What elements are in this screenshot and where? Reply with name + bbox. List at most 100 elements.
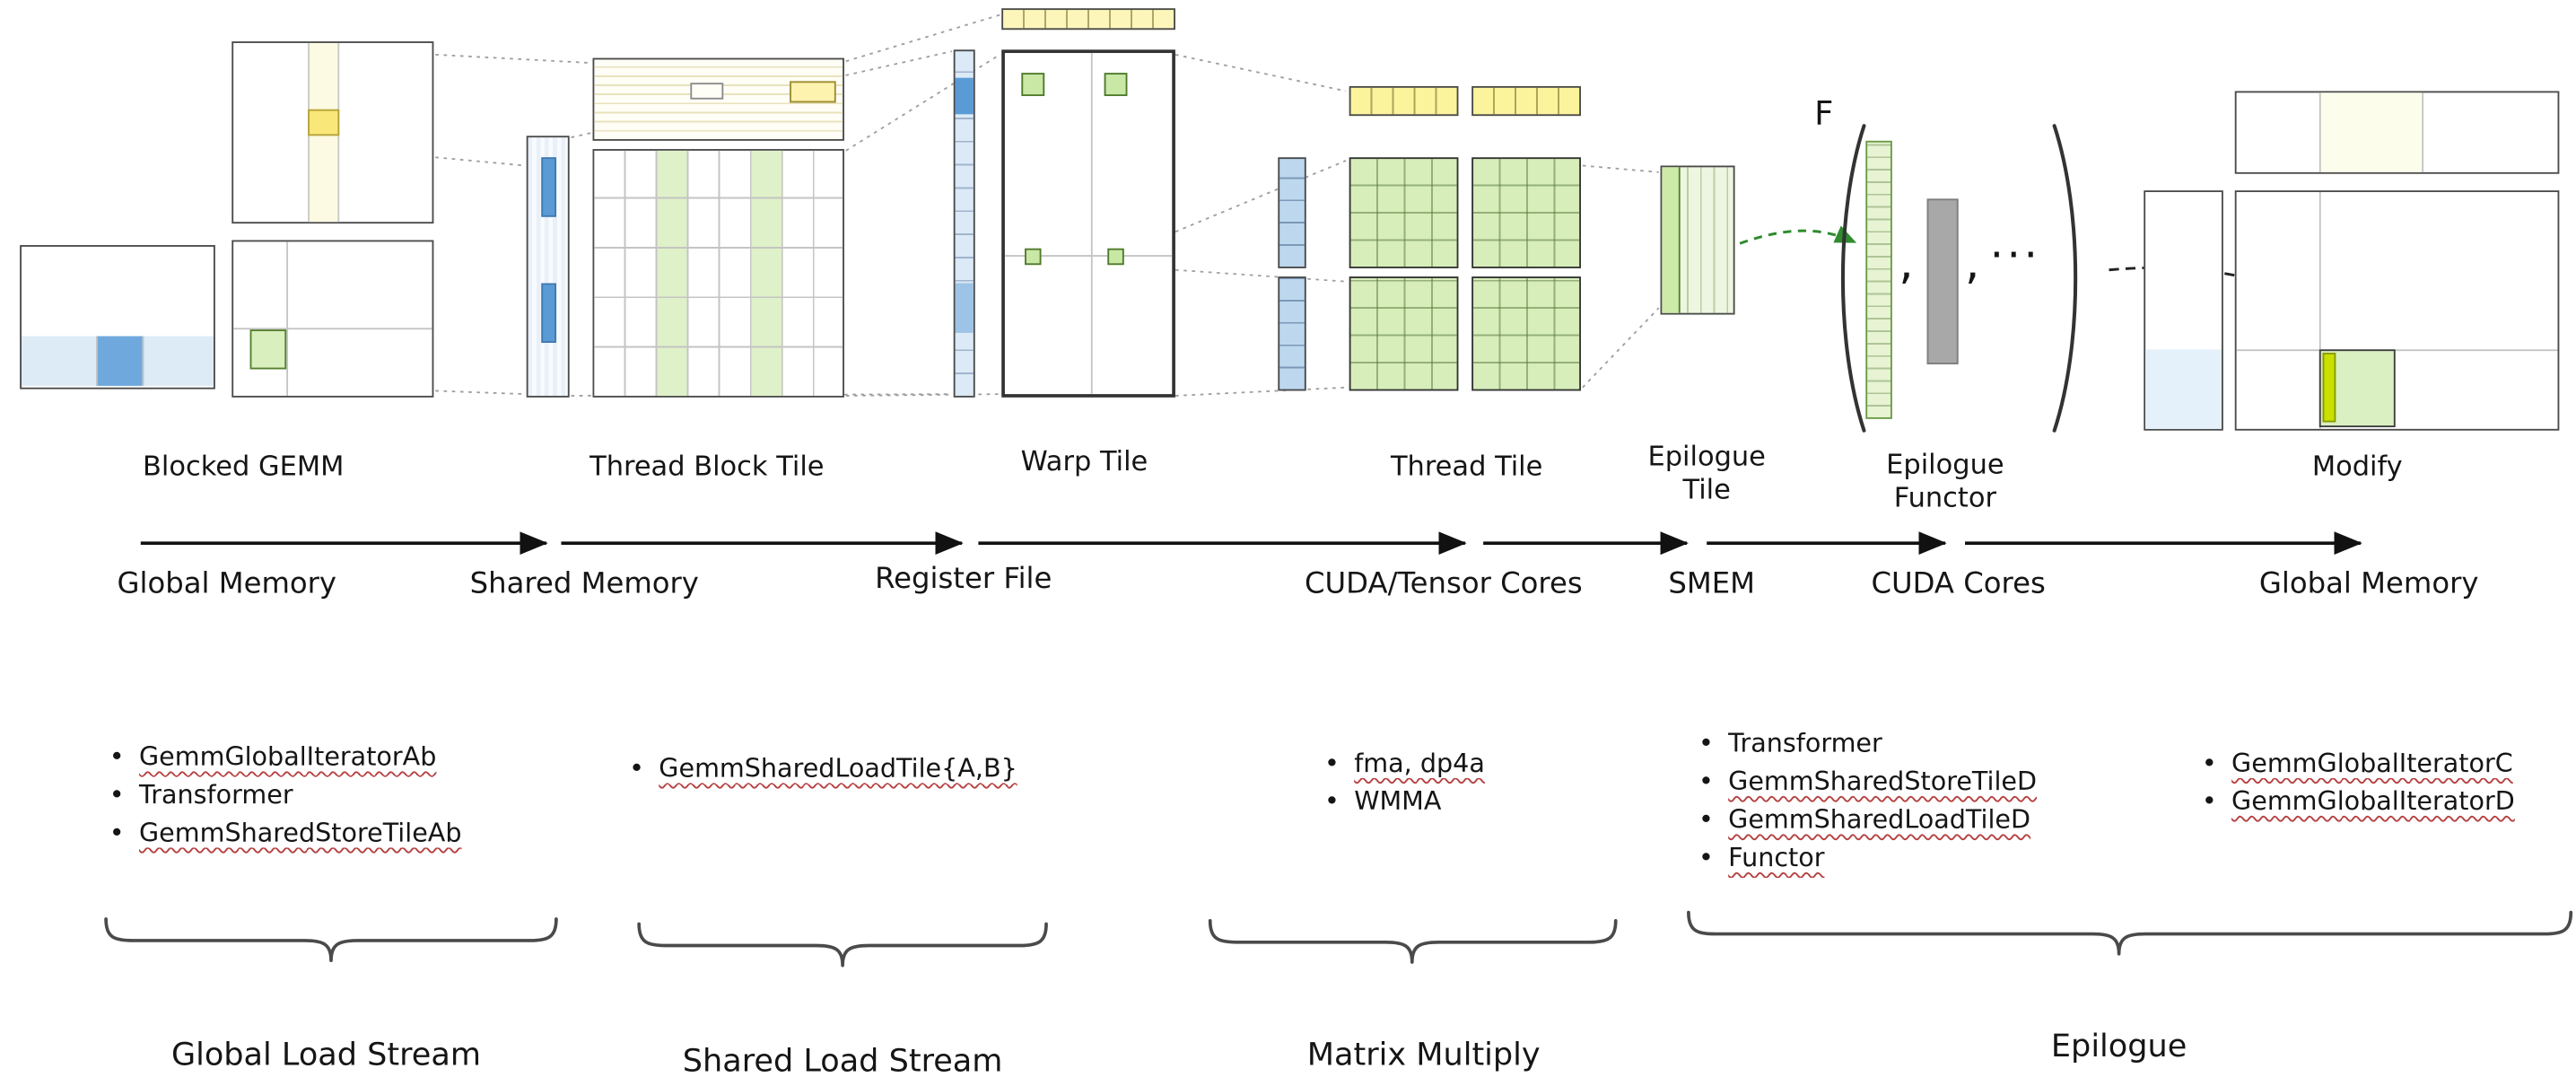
- warp-thread-cell-1: [1021, 73, 1045, 97]
- list-item-text: GemmSharedLoadTileD: [1728, 804, 2031, 835]
- epilogue-brace: [1687, 910, 2573, 956]
- modify-top-matrix: [2234, 91, 2560, 174]
- stage-cuda-cores: CUDA Cores: [1871, 567, 2046, 601]
- a-matrix-gridline-v1: [96, 336, 98, 386]
- modify-top-gridline-v2: [2422, 92, 2424, 172]
- c-matrix-highlight-cell: [249, 329, 287, 370]
- modify-gridline-h: [2236, 349, 2558, 352]
- list-item: GemmGlobalIteratorC: [2188, 745, 2515, 783]
- list-item-text: GemmSharedStoreTileD: [1728, 766, 2038, 797]
- warp-gridline-h: [1004, 255, 1173, 257]
- epilogue-functor-label-line1: Epilogue: [1886, 448, 2004, 481]
- thread-block-tile-label: Thread Block Tile: [589, 450, 825, 482]
- list-item-text: GemmGlobalIteratorD: [2231, 786, 2515, 817]
- a-matrix-gridline-v2: [142, 336, 144, 386]
- smem-a-fragment-1: [541, 157, 556, 217]
- functor-source-operand: [1926, 198, 1959, 364]
- stage-register-file: Register File: [875, 563, 1052, 597]
- stage-global-memory-2: Global Memory: [2258, 567, 2479, 601]
- stage-global-memory-1: Global Memory: [117, 567, 337, 601]
- warp-a-fragment-mid: [955, 283, 974, 333]
- shared-load-stream-list: GemmSharedLoadTile{A,B}: [616, 750, 1017, 788]
- a-matrix-highlight-cell: [96, 336, 143, 386]
- warp-thread-cell-2: [1104, 73, 1128, 97]
- warp-thread-cell-4: [1107, 248, 1124, 266]
- global-load-stream-list: GemmGlobalIteratorAb Transformer GemmSha…: [96, 739, 462, 853]
- functor-ellipsis: ···: [1989, 232, 2041, 282]
- thread-tile-label: Thread Tile: [1390, 450, 1543, 482]
- matrix-multiply-list: fma, dp4a WMMA: [1311, 745, 1485, 821]
- thread-accum-grid-3: [1350, 277, 1457, 390]
- epilogue-tile-to-functor-arrow: [1739, 225, 1857, 245]
- c-matrix-gridline-v: [286, 241, 289, 396]
- thread-block-smem-a-bar: [526, 136, 570, 398]
- list-item-text: Transformer: [1728, 728, 1882, 759]
- thread-accum-tile-4: [1471, 276, 1581, 391]
- list-item-text: WMMA: [1354, 786, 1442, 817]
- list-item: Functor: [1685, 839, 2037, 877]
- thread-accum-grid-1: [1350, 159, 1457, 267]
- warp-smem-a-bar: [953, 49, 975, 398]
- list-item: GemmSharedStoreTileAb: [96, 815, 462, 853]
- list-item: fma, dp4a: [1311, 745, 1485, 783]
- epilogue-tile-box: [1660, 165, 1735, 315]
- list-item: GemmSharedLoadTile{A,B}: [616, 750, 1017, 788]
- modify-gridline-v: [2318, 192, 2321, 429]
- thread-accum-grid-4: [1473, 277, 1580, 390]
- modify-top-gridline-v1: [2318, 92, 2321, 172]
- thread-b-fragment-2: [1471, 85, 1581, 117]
- smem-b-fragment-2: [790, 81, 836, 103]
- warp-tile-label: Warp Tile: [1020, 445, 1148, 477]
- epilogue-functor-label-line2: Functor: [1893, 481, 1997, 513]
- thread-a-fragment-1: [1278, 157, 1306, 268]
- list-item-text: Transformer: [138, 779, 293, 810]
- warp-gridline-v: [1090, 53, 1093, 395]
- stream-braces: [104, 910, 2573, 968]
- list-item: WMMA: [1311, 784, 1485, 821]
- thread-a-cells-1: [1279, 159, 1305, 267]
- modify-main-matrix: [2234, 190, 2560, 431]
- thread-block-c-tile: [592, 149, 844, 398]
- epilogue-list-right: GemmGlobalIteratorC GemmGlobalIteratorD: [2188, 745, 2515, 821]
- functor-accum-fragment: [1865, 140, 1892, 419]
- list-item: GemmGlobalIteratorD: [2188, 784, 2515, 821]
- warp-topbar-cells: [1003, 10, 1174, 29]
- stage-cuda-tensor-cores: CUDA/Tensor Cores: [1305, 567, 1583, 601]
- modify-left-blue-band: [2145, 349, 2222, 429]
- thread-accum-tile-1: [1349, 157, 1459, 268]
- modify-written-column: [2322, 352, 2336, 423]
- epilogue-tile-label-line2: Tile: [1682, 473, 1731, 505]
- warp-thread-cell-3: [1025, 248, 1042, 266]
- list-item: Transformer: [96, 776, 462, 814]
- thread-block-smem-b-bar: [592, 57, 844, 141]
- list-item-text: GemmSharedLoadTile{A,B}: [659, 753, 1017, 784]
- epilogue-list-left: Transformer GemmSharedStoreTileD GemmSha…: [1685, 725, 2037, 878]
- stage-shared-memory: Shared Memory: [469, 567, 699, 601]
- smem-b-fragment-1: [690, 83, 724, 100]
- thread-accum-tile-3: [1349, 276, 1459, 391]
- thread-accum-grid-2: [1473, 159, 1580, 267]
- list-item: Transformer: [1685, 725, 2037, 763]
- thread-a-fragment-2: [1278, 276, 1306, 391]
- blocked-gemm-label: Blocked GEMM: [143, 450, 345, 482]
- list-item: GemmGlobalIteratorAb: [96, 739, 462, 776]
- modify-label: Modify: [2311, 450, 2403, 482]
- modify-top-yellow-band: [2318, 92, 2423, 172]
- c-matrix-gridline-h: [233, 328, 432, 330]
- c-tile-gridlines: [594, 150, 843, 396]
- functor-comma-1: ,: [1899, 234, 1914, 290]
- epilogue-tile-label-line1: Epilogue: [1647, 440, 1766, 472]
- list-item-text: fma, dp4a: [1354, 748, 1485, 779]
- list-item-text: GemmGlobalIteratorC: [2231, 748, 2513, 779]
- shared-load-stream-label: Shared Load Stream: [682, 1043, 1003, 1080]
- warp-tile-main: [1001, 49, 1175, 398]
- epilogue-tile-active-column: [1662, 167, 1681, 313]
- thread-b-cells-2: [1473, 87, 1580, 115]
- blocked-gemm-a-matrix: [20, 245, 215, 390]
- list-item: GemmSharedLoadTileD: [1685, 801, 2037, 839]
- smem-a-fragment-2: [541, 283, 556, 343]
- modify-target-cell: [2318, 349, 2396, 428]
- blocked-gemm-c-matrix: [231, 240, 434, 398]
- thread-b-fragment-1: [1349, 85, 1459, 117]
